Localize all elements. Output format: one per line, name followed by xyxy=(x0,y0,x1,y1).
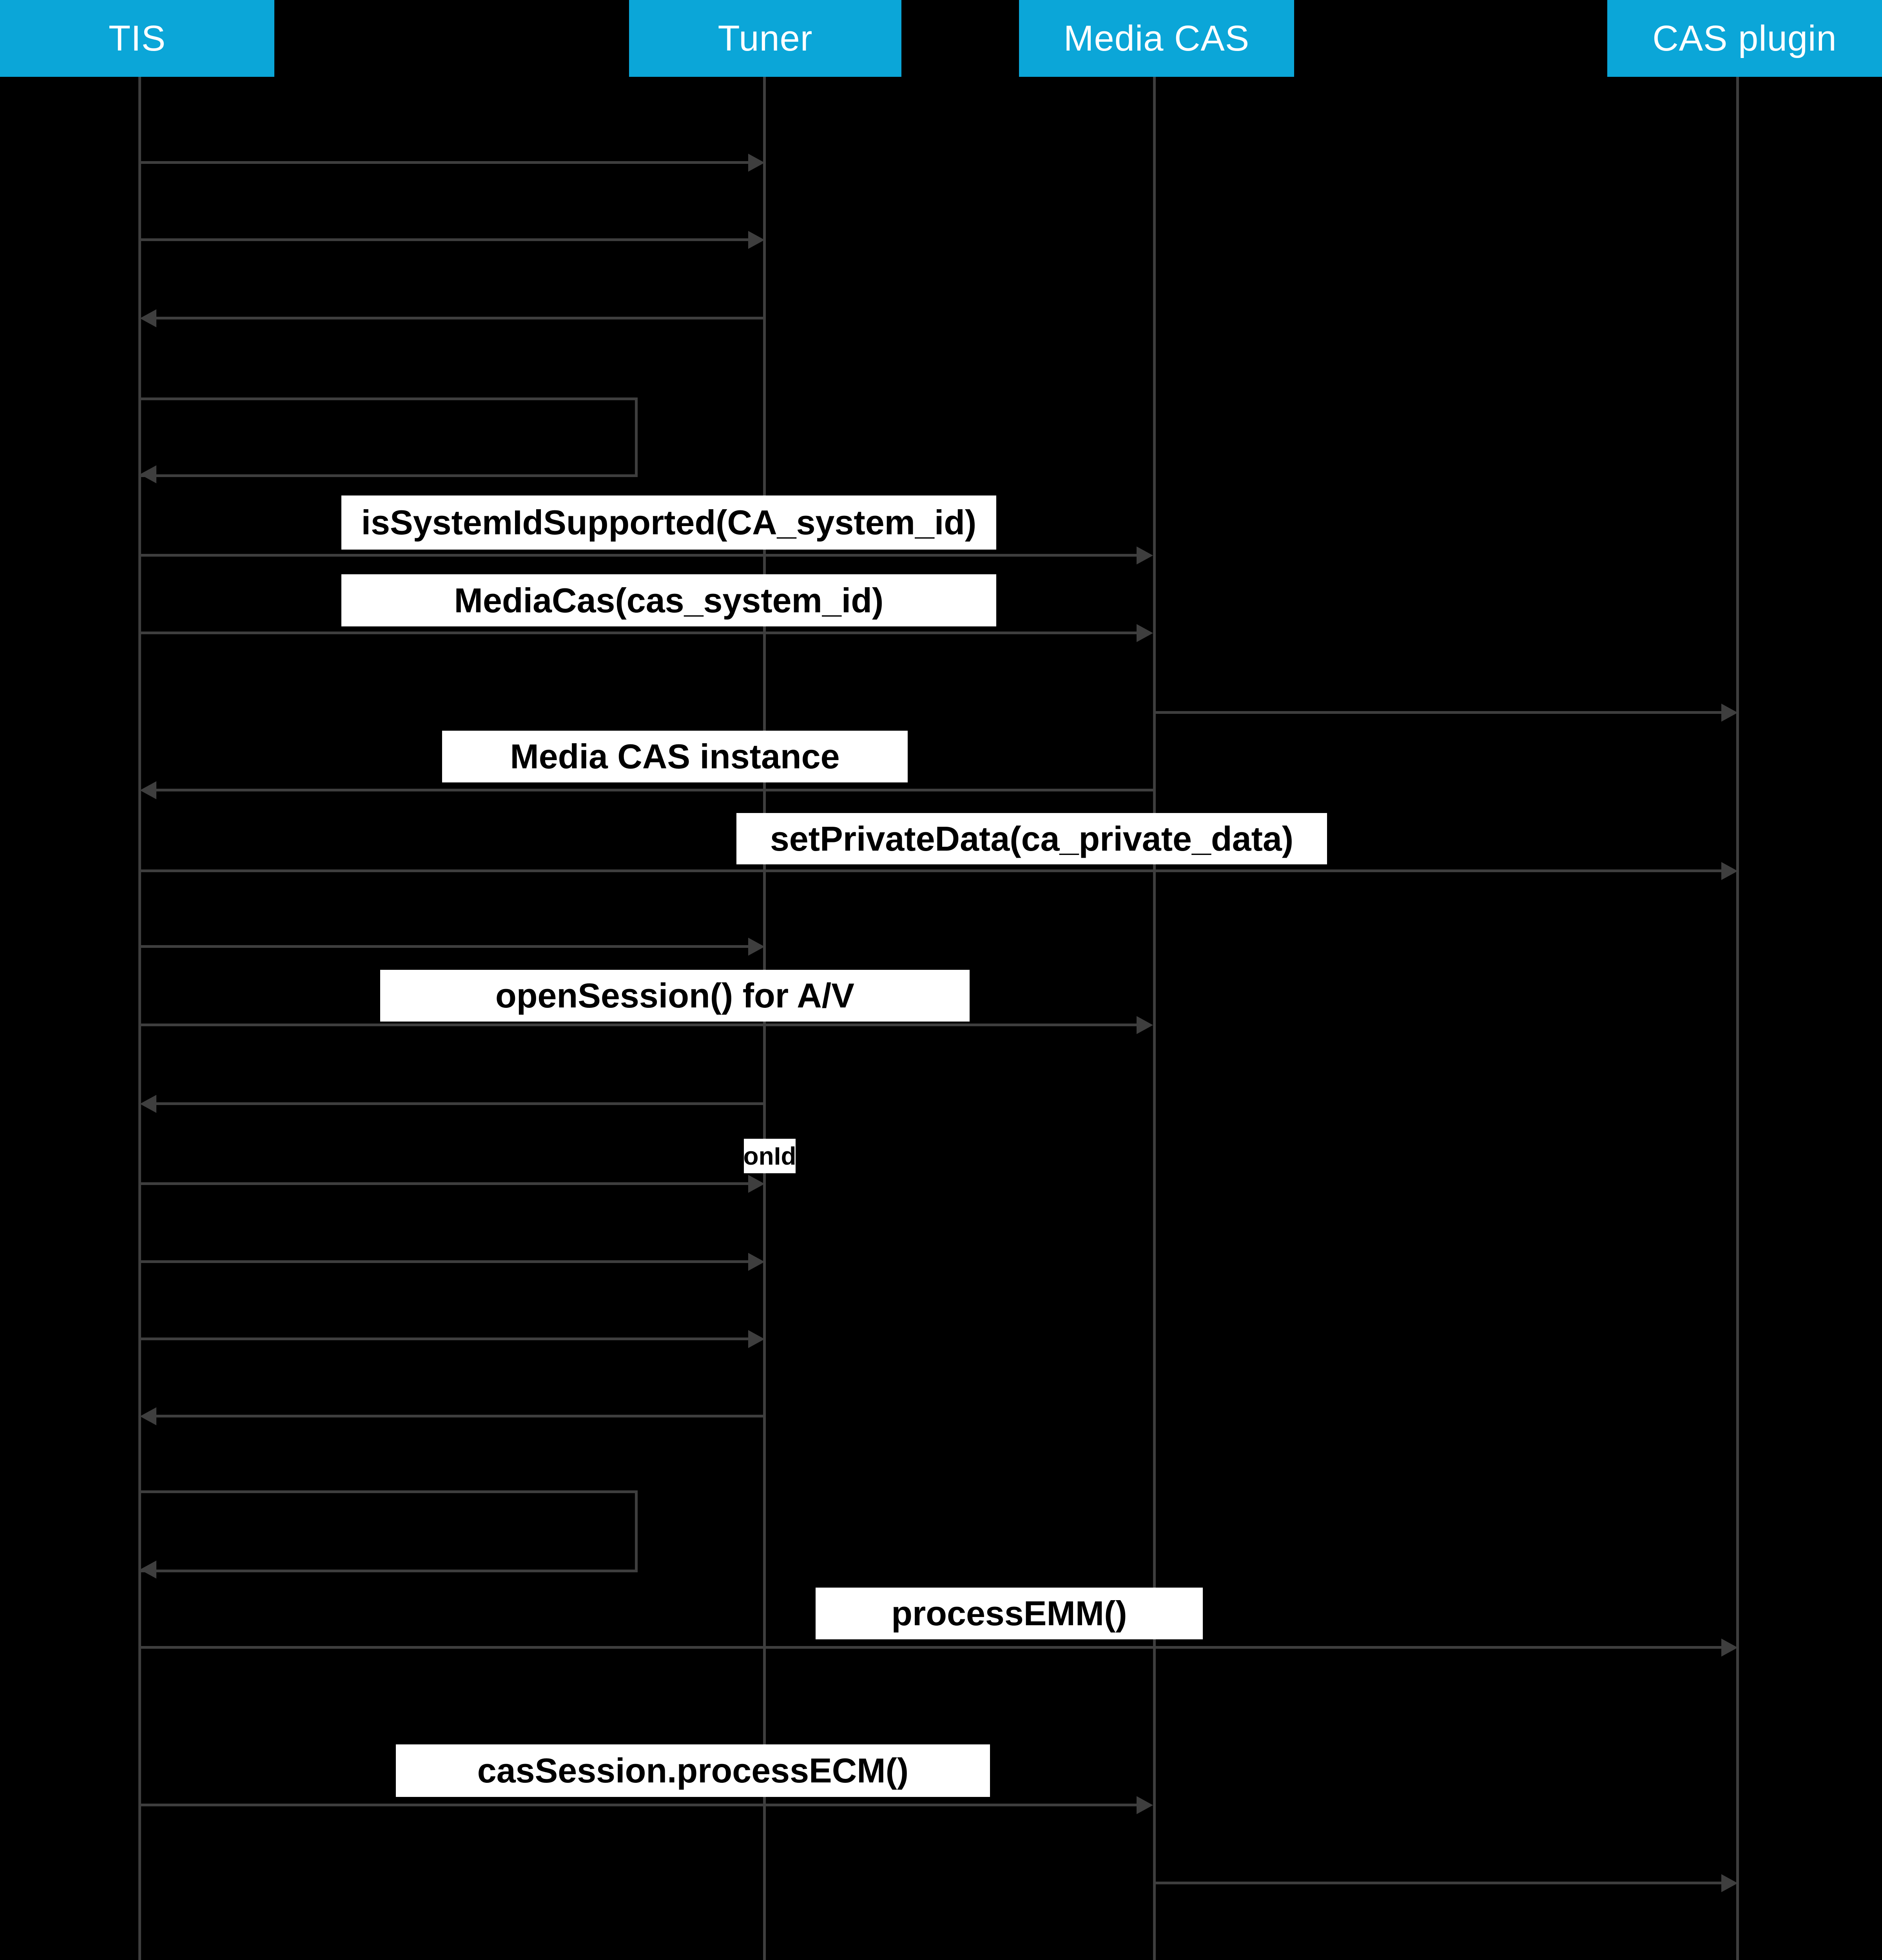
arrowhead-right-icon xyxy=(1137,1016,1153,1034)
message-arrow-20 xyxy=(1155,1882,1724,1884)
arrowhead-right-icon xyxy=(1137,546,1153,564)
arrowhead-right-icon xyxy=(1137,1796,1153,1814)
arrowhead-right-icon xyxy=(1721,1874,1738,1892)
message-arrow-2 xyxy=(140,238,751,241)
arrowhead-right-icon xyxy=(748,154,765,172)
arrowhead-right-icon xyxy=(1137,624,1153,642)
actor-header-tis-top: TIS xyxy=(0,0,274,77)
message-label-mediaCas: MediaCas(cas_system_id) xyxy=(341,574,996,626)
lifeline-mediacas xyxy=(1153,77,1156,1960)
arrowhead-left-icon xyxy=(140,309,156,327)
arrowhead-left-icon xyxy=(140,1095,156,1113)
arrowhead-right-icon xyxy=(1721,1639,1738,1657)
message-arrow-14 xyxy=(140,1260,751,1263)
message-arrow-18 xyxy=(140,1646,1724,1649)
message-label-openSession: openSession() for A/V xyxy=(380,970,970,1022)
arrowhead-right-icon xyxy=(748,1175,765,1193)
lifeline-tis xyxy=(138,77,141,1960)
arrowhead-left-icon xyxy=(140,781,156,799)
message-label-processEcm: casSession.processECM() xyxy=(396,1744,990,1797)
message-label-onId: onId xyxy=(744,1139,796,1173)
message-arrow-15 xyxy=(140,1338,751,1340)
arrowhead-right-icon xyxy=(748,1330,765,1348)
message-arrow-3 xyxy=(154,317,765,319)
message-arrow-13 xyxy=(140,1182,751,1185)
message-arrow-12 xyxy=(154,1102,765,1105)
message-arrow-7 xyxy=(1155,711,1724,714)
arrowhead-left-icon xyxy=(140,1561,156,1579)
arrowhead-right-icon xyxy=(748,231,765,249)
message-label-isSystemIdSupported: isSystemIdSupported(CA_system_id) xyxy=(341,495,996,550)
actor-header-mediacas-top: Media CAS xyxy=(1019,0,1294,77)
actor-header-casplugin-top: CAS plugin xyxy=(1607,0,1882,77)
message-arrow-5 xyxy=(140,554,1139,557)
message-arrow-6 xyxy=(140,632,1139,634)
message-arrow-9 xyxy=(140,869,1724,872)
message-arrow-16 xyxy=(154,1415,765,1417)
message-arrow-10 xyxy=(140,945,751,948)
lifeline-casplugin xyxy=(1736,77,1739,1960)
message-arrow-8 xyxy=(154,789,1155,791)
arrowhead-left-icon xyxy=(140,1407,156,1425)
message-arrow-19 xyxy=(140,1804,1139,1806)
arrowhead-right-icon xyxy=(748,938,765,956)
arrowhead-right-icon xyxy=(748,1253,765,1271)
self-message-loop-1 xyxy=(140,397,638,477)
message-label-processEmm: processEMM() xyxy=(816,1588,1203,1639)
message-arrow-1 xyxy=(140,161,751,164)
message-label-mediaCasInstance: Media CAS instance xyxy=(442,731,908,782)
arrowhead-left-icon xyxy=(140,465,156,483)
self-message-loop-2 xyxy=(140,1490,638,1572)
arrowhead-right-icon xyxy=(1721,704,1738,722)
message-label-setPrivateData: setPrivateData(ca_private_data) xyxy=(736,813,1327,864)
message-arrow-11 xyxy=(140,1024,1139,1026)
actor-header-tuner-top: Tuner xyxy=(629,0,901,77)
arrowhead-right-icon xyxy=(1721,862,1738,880)
